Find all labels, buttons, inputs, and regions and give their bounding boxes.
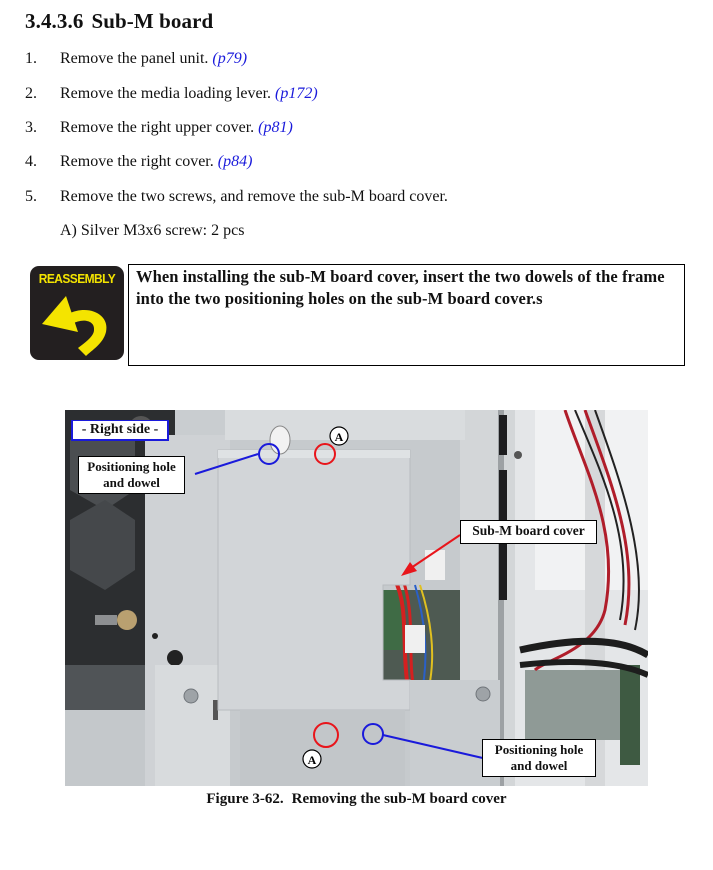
step-number: 4. bbox=[25, 153, 37, 170]
step-item: 2. Remove the media loading lever. (p172) bbox=[25, 85, 318, 103]
dowel-circle-bottom bbox=[362, 723, 384, 745]
screw-spec: A) Silver M3x6 screw: 2 pcs bbox=[60, 222, 245, 239]
section-heading: 3.4.3.6 Sub-M board bbox=[25, 9, 213, 34]
cover-arrow-head bbox=[401, 562, 417, 576]
step-item: 3. Remove the right upper cover. (p81) bbox=[25, 119, 293, 137]
step-text: Remove the panel unit. bbox=[60, 50, 209, 67]
step-text: Remove the media loading lever. bbox=[60, 85, 272, 102]
positioning-hole-callout-bottom: Positioning hole and dowel bbox=[482, 739, 596, 777]
step-number: 1. bbox=[25, 50, 37, 67]
step-number: 2. bbox=[25, 85, 37, 102]
figure-title: Removing the sub-M board cover bbox=[291, 791, 507, 807]
sub-m-board-cover-callout: Sub-M board cover bbox=[460, 520, 597, 544]
right-side-label: - Right side - bbox=[71, 420, 169, 441]
reassembly-note-text: When installing the sub-M board cover, i… bbox=[136, 267, 665, 308]
cover-arrow-line bbox=[407, 534, 461, 571]
step-text: Remove the right upper cover. bbox=[60, 119, 255, 136]
figure-caption: Figure 3-62. Removing the sub-M board cov… bbox=[0, 791, 713, 808]
page-reference-link[interactable]: (p84) bbox=[217, 153, 253, 170]
positioning-hole-callout-top: Positioning hole and dowel bbox=[78, 456, 185, 494]
screw-marker-top-label: A bbox=[335, 430, 344, 444]
step-number: 3. bbox=[25, 119, 37, 136]
reassembly-note: When installing the sub-M board cover, i… bbox=[128, 264, 685, 366]
reassembly-icon: REASSEMBLY bbox=[30, 266, 124, 360]
return-arrow-icon bbox=[42, 296, 107, 356]
screw-marker-bottom-label: A bbox=[308, 753, 317, 767]
page-reference-link[interactable]: (p81) bbox=[258, 119, 293, 136]
screw-circle-top bbox=[314, 443, 336, 465]
page-reference-link[interactable]: (p79) bbox=[212, 50, 248, 67]
step-item: 5. Remove the two screws, and remove the … bbox=[25, 188, 448, 206]
leader-line-bottom bbox=[382, 734, 488, 760]
page-reference-link[interactable]: (p172) bbox=[275, 85, 318, 102]
callout-line1: Positioning hole bbox=[87, 459, 176, 474]
screw-marker-bottom bbox=[302, 749, 322, 769]
step-number: 5. bbox=[25, 188, 37, 205]
callout-line1: Positioning hole bbox=[494, 742, 584, 757]
dowel-circle-top bbox=[258, 443, 280, 465]
screw-marker-top bbox=[329, 426, 349, 446]
callout-line2: and dowel bbox=[103, 475, 160, 490]
screw-circle-bottom bbox=[313, 722, 339, 748]
figure-number: Figure 3-62. bbox=[206, 791, 284, 807]
section-number: 3.4.3.6 bbox=[25, 9, 84, 33]
reassembly-icon-label: REASSEMBLY bbox=[38, 271, 116, 286]
figure-photo: A A - Right side - Positioning hole and … bbox=[65, 410, 648, 786]
leader-line-top bbox=[194, 453, 259, 475]
step-text: Remove the right cover. bbox=[60, 153, 214, 170]
section-title: Sub-M board bbox=[91, 9, 214, 33]
step-item: 1. Remove the panel unit. (p79) bbox=[25, 50, 247, 68]
step-item: 4. Remove the right cover. (p84) bbox=[25, 153, 252, 171]
step-text: Remove the two screws, and remove the su… bbox=[60, 188, 448, 205]
callout-line2: and dowel bbox=[510, 758, 568, 773]
